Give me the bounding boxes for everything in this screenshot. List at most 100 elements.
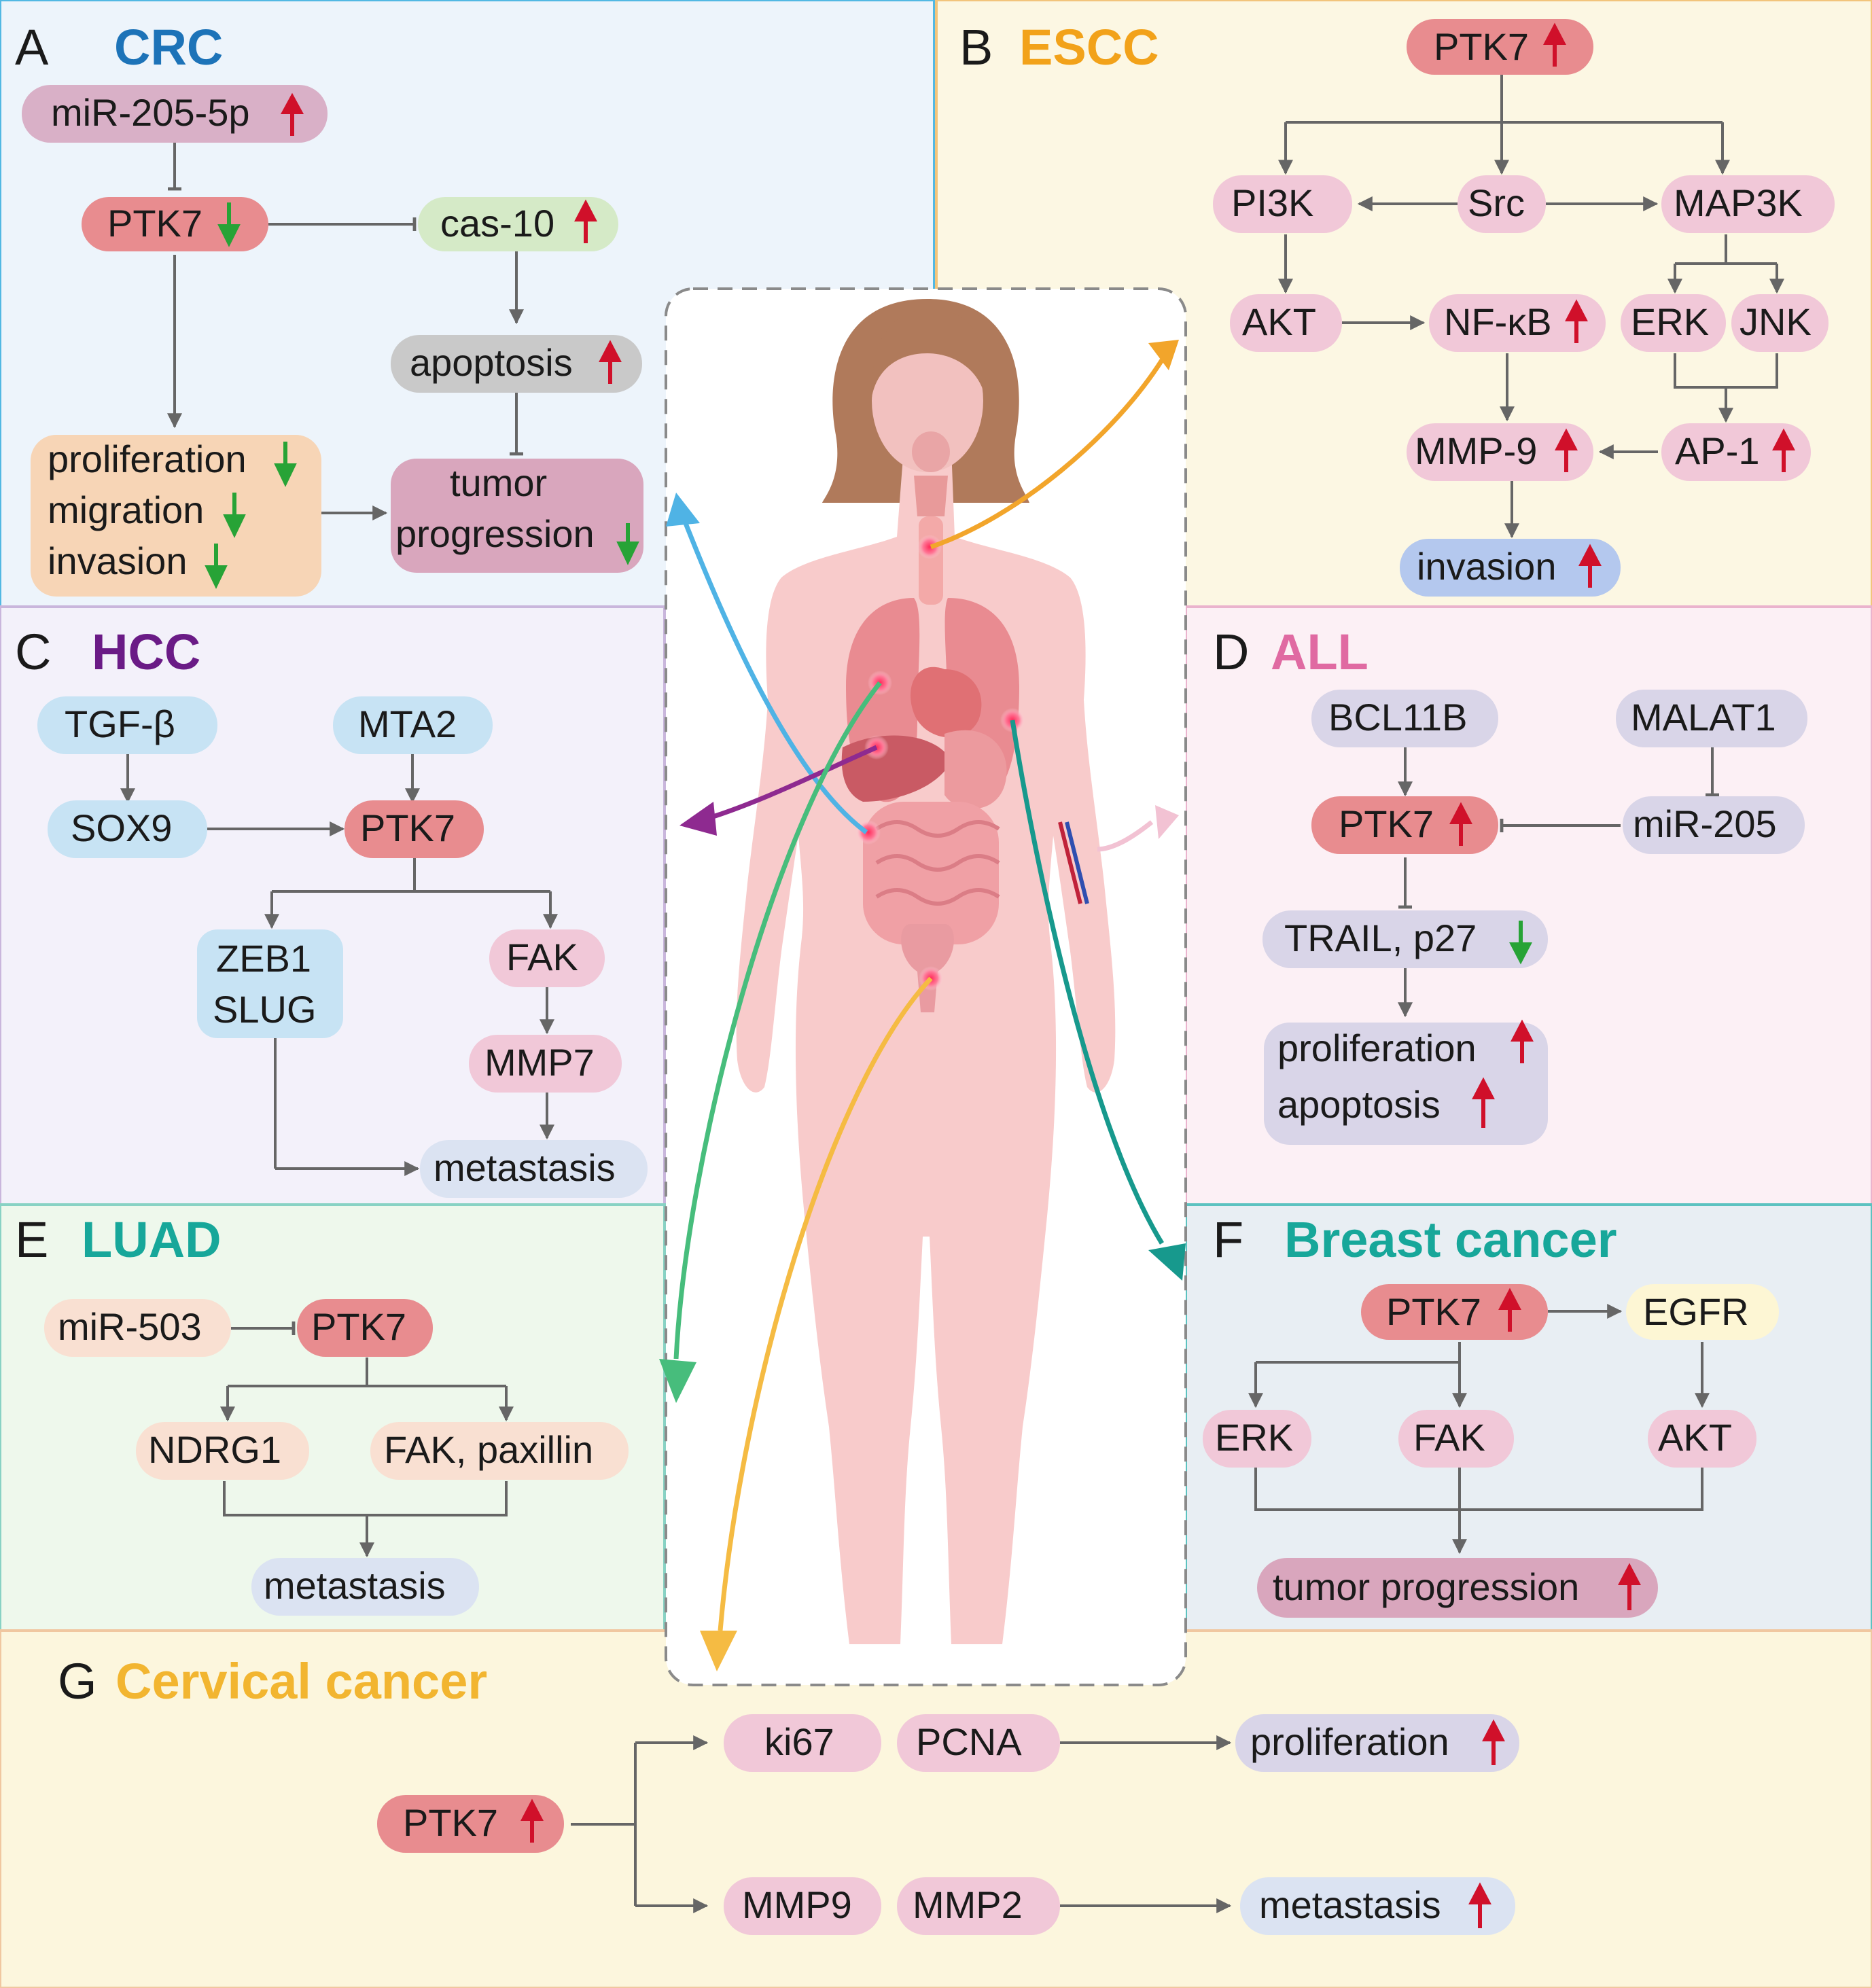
up-arrow-icon <box>1468 1882 1491 1928</box>
up-arrow-icon <box>574 199 597 243</box>
nf-kb-node <box>1429 294 1606 352</box>
down-arrow-icon <box>205 544 228 589</box>
panel-f-edges <box>1248 1304 1710 1555</box>
ndrg1-label: NDRG1 <box>148 1428 281 1471</box>
up-arrow-icon <box>1543 22 1566 67</box>
up-arrow-icon <box>280 92 304 136</box>
ptk7-node <box>297 1299 433 1357</box>
up-arrow-icon <box>1618 1563 1641 1610</box>
panel-d-title: D ALL <box>1213 624 1368 680</box>
panel-c-edges <box>120 754 558 1176</box>
panel-c-name: HCC <box>92 624 200 680</box>
ptk7-label: PTK7 <box>1386 1290 1481 1333</box>
jnk-node <box>1731 294 1829 352</box>
erk-node <box>1203 1410 1311 1468</box>
bcl11b-label: BCL11B <box>1328 696 1467 739</box>
panel-b-letter: B <box>959 19 993 75</box>
mmp-9-node <box>1407 423 1593 481</box>
panel-d-letter: D <box>1213 624 1249 680</box>
tumor-progression-node <box>391 459 643 573</box>
migration-label: migration <box>48 489 204 531</box>
fak-paxillin-node <box>370 1422 629 1480</box>
fak-paxillin-label: FAK, paxillin <box>384 1428 593 1471</box>
akt-node <box>1648 1410 1756 1468</box>
fak-node <box>489 929 605 987</box>
down-arrow-icon <box>1509 921 1532 965</box>
sox9-label: SOX9 <box>71 806 172 849</box>
egfr-label: EGFR <box>1643 1290 1749 1333</box>
progression-label: progression <box>395 512 595 555</box>
ki67-label: ki67 <box>764 1720 834 1763</box>
invasion-node <box>1400 539 1621 597</box>
tgf-b-label: TGF-β <box>65 703 175 745</box>
mir-503-node <box>44 1299 231 1357</box>
mmp7-label: MMP7 <box>484 1041 595 1084</box>
panel-a-title: A CRC <box>15 19 223 75</box>
ap-1-node <box>1661 423 1811 481</box>
pcna-label: PCNA <box>916 1720 1022 1763</box>
panel-g-title: G Cervical cancer <box>58 1653 487 1709</box>
up-arrow-icon <box>1511 1019 1534 1063</box>
up-arrow-icon <box>1772 428 1795 472</box>
ptk7-label: PTK7 <box>1339 802 1434 845</box>
apoptosis-node <box>391 335 642 393</box>
panel-g-name: Cervical cancer <box>116 1653 487 1709</box>
panel-e-edges <box>220 1321 514 1558</box>
down-arrow-icon <box>223 493 246 538</box>
panel-e-name: LUAD <box>82 1211 222 1268</box>
ptk7-label: PTK7 <box>1434 25 1529 68</box>
panel-f-letter: F <box>1213 1211 1243 1268</box>
mir-205-5p-label: miR-205-5p <box>51 91 250 134</box>
apoptosis-label: apoptosis <box>410 341 573 384</box>
mir-205-label: miR-205 <box>1633 802 1777 845</box>
akt-label: AKT <box>1658 1416 1732 1459</box>
panel-a-name: CRC <box>114 19 223 75</box>
mmp2-node <box>897 1877 1060 1935</box>
cas-10-node <box>418 197 618 251</box>
mmp9-label: MMP9 <box>742 1883 852 1926</box>
ptk7-node <box>1311 796 1498 854</box>
up-arrow-icon <box>1578 544 1602 588</box>
panel-c-title: C HCC <box>15 624 200 680</box>
akt-label: AKT <box>1242 300 1316 343</box>
organ-arrows <box>659 340 1186 1671</box>
metastasis-node <box>1240 1877 1515 1935</box>
up-arrow-icon <box>1482 1719 1505 1765</box>
up-arrow-icon <box>599 340 622 384</box>
egfr-node <box>1626 1284 1779 1340</box>
mir-205-5p-node <box>22 85 328 143</box>
tumor-progression-label: tumor progression <box>1273 1565 1579 1608</box>
proliferation-migration-invasion-node <box>31 435 321 597</box>
mir-503-label: miR-503 <box>58 1305 202 1348</box>
erk-label: ERK <box>1215 1416 1293 1459</box>
sox9-node <box>48 800 207 858</box>
ptk7-label: PTK7 <box>107 202 202 245</box>
zeb1-slug-node <box>197 929 343 1038</box>
panel-a-letter: A <box>15 19 49 75</box>
up-arrow-icon <box>1555 428 1578 472</box>
ki67-node <box>724 1714 881 1772</box>
up-arrow-icon <box>1565 299 1588 343</box>
mta2-node <box>333 696 493 754</box>
ptk7-node <box>345 800 484 858</box>
slug-label: SLUG <box>213 988 317 1031</box>
up-arrow-icon <box>1472 1077 1495 1128</box>
panel-d-nodes: BCL11B MALAT1 PTK7 miR-205 TRAIL, p27 pr… <box>1262 690 1807 1145</box>
src-label: Src <box>1468 181 1525 224</box>
tumor-progression-node <box>1257 1558 1658 1618</box>
panel-e-nodes: miR-503 PTK7 NDRG1 FAK, paxillin metasta… <box>44 1299 629 1616</box>
panel-a-edges <box>167 143 524 520</box>
ptk7-node <box>1407 19 1593 75</box>
tgf-b-node <box>37 696 217 754</box>
panel-b-title: B ESCC <box>959 19 1159 75</box>
apoptosis-label: apoptosis <box>1277 1083 1441 1126</box>
panel-b-nodes: PTK7 PI3K Src MAP3K AKT NF-κB ERK JNK MM… <box>1213 19 1835 597</box>
panel-g-edges <box>571 1735 1232 1913</box>
mmp2-label: MMP2 <box>913 1883 1023 1926</box>
mmp-9-label: MMP-9 <box>1415 429 1537 472</box>
up-arrow-icon <box>1449 802 1472 846</box>
pi3k-node <box>1213 175 1352 233</box>
akt-node <box>1230 294 1342 352</box>
map3k-label: MAP3K <box>1674 181 1803 224</box>
proliferation-label: proliferation <box>1277 1027 1477 1069</box>
